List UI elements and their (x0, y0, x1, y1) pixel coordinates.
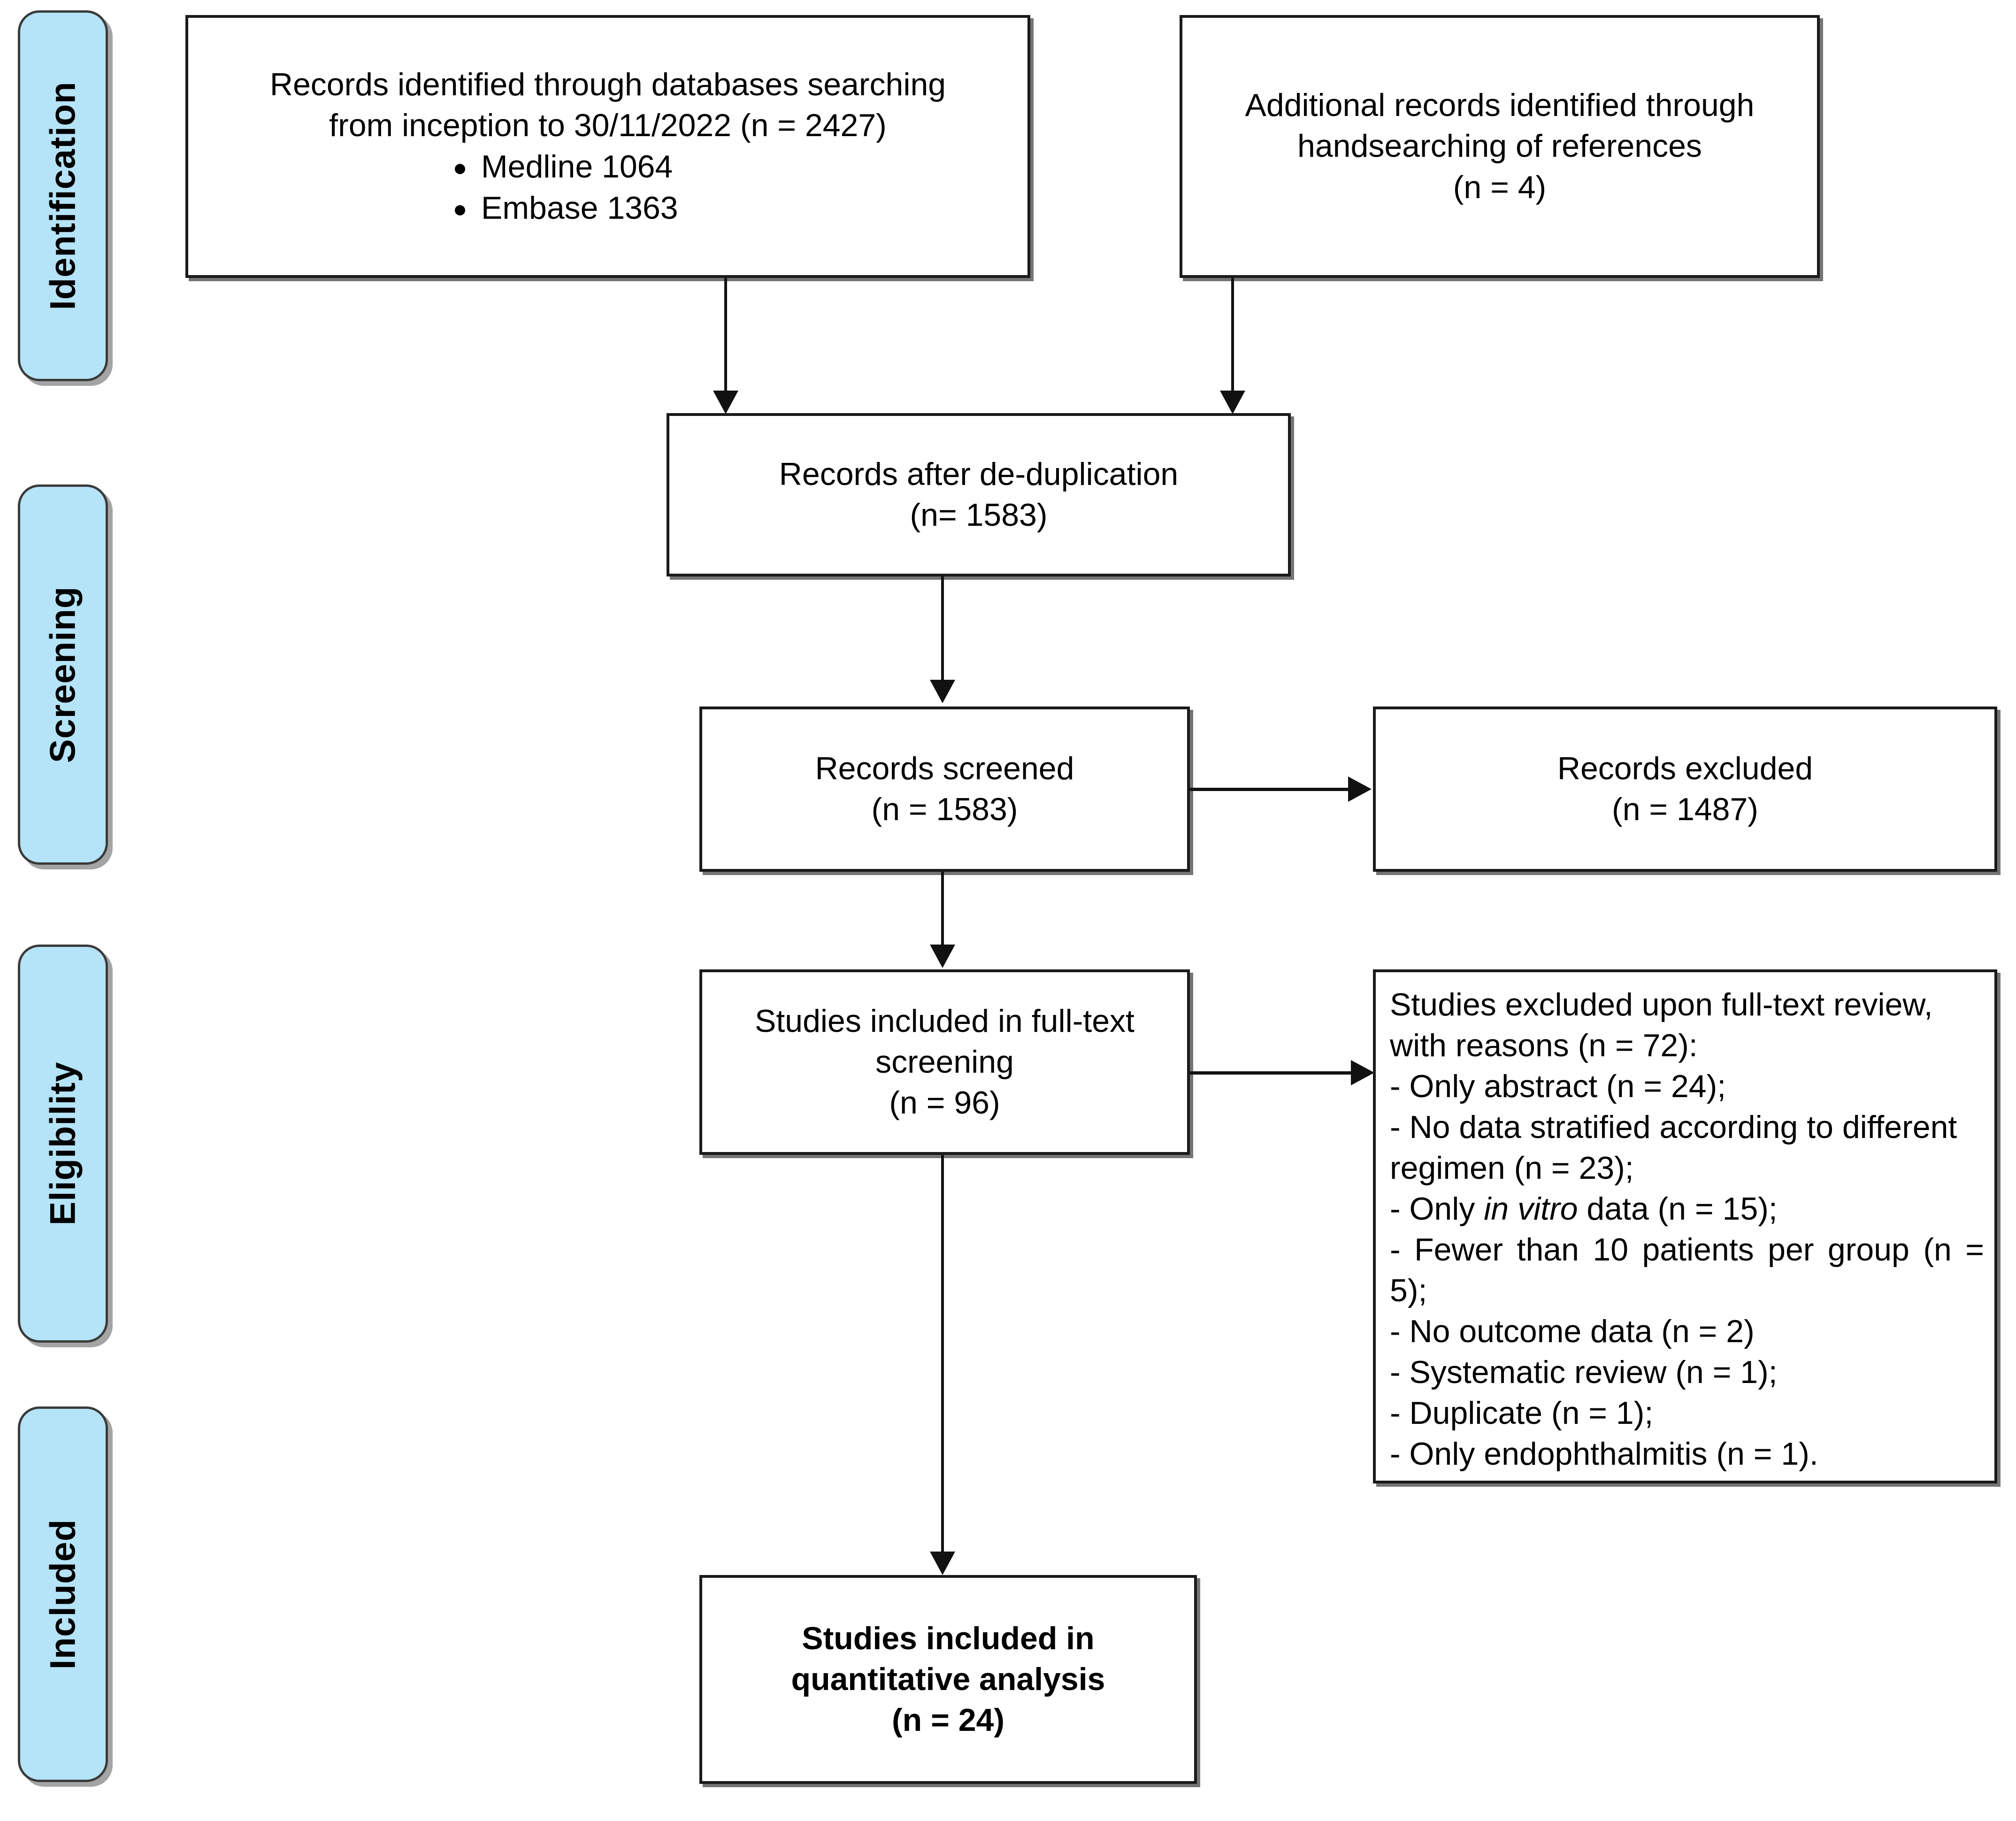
box-records-excluded: Records excluded (n = 1487) (1373, 707, 1997, 872)
stage-pill-included: Included (18, 1406, 108, 1782)
included-line1: Studies included in (802, 1620, 1095, 1656)
in-vitro-italic: in vitro (1484, 1191, 1578, 1227)
excluded-reason-only-abstract: - Only abstract (n = 24); (1390, 1068, 1726, 1105)
screened-line2: (n = 1583) (871, 791, 1018, 827)
connector-screened-to-fulltext (941, 872, 944, 949)
databases-bullet-medline: Medline 1064 (451, 146, 1027, 187)
box-additional-records-handsearch: Additional records identified through ha… (1180, 15, 1820, 278)
included-line2: quantitative analysis (791, 1661, 1105, 1697)
excluded-reason-duplicate: - Duplicate (n = 1); (1390, 1395, 1654, 1431)
excluded-reason-only-in-vitro: - Only in vitro data (n = 15); (1376, 1189, 1994, 1229)
arrowhead-screened-to-fulltext (930, 945, 955, 968)
handsearch-line1: Additional records identified through (1245, 87, 1755, 123)
connector-databases-to-dedup (724, 278, 727, 395)
box-records-after-deduplication: Records after de-duplication (n= 1583) (667, 413, 1291, 576)
box-studies-included-quantitative: Studies included in quantitative analysi… (699, 1575, 1197, 1784)
dedup-line2: (n= 1583) (910, 497, 1048, 533)
excluded-reason-only-endophthalmitis: - Only endophthalmitis (n = 1). (1390, 1436, 1818, 1472)
stage-label-eligibility: Eligibility (43, 1061, 83, 1226)
box-studies-excluded-with-reasons: Studies excluded upon full-text review, … (1373, 969, 1997, 1483)
handsearch-line3: (n = 4) (1453, 169, 1547, 205)
records-excluded-line2: (n = 1487) (1612, 791, 1758, 827)
box-records-identified-databases: Records identified through databases sea… (185, 15, 1030, 278)
excluded-reasons-heading: Studies excluded upon full-text review, … (1390, 987, 1933, 1064)
stage-pill-screening: Screening (18, 484, 108, 865)
connector-screened-to-records-excluded (1190, 788, 1349, 791)
excluded-reason-systematic-review: - Systematic review (n = 1); (1390, 1354, 1778, 1391)
dedup-line1: Records after de-duplication (779, 456, 1179, 492)
box-records-screened: Records screened (n = 1583) (699, 707, 1190, 872)
fulltext-line2: screening (875, 1044, 1014, 1080)
connector-dedup-to-screened (941, 576, 944, 684)
stage-pill-identification: Identification (18, 10, 108, 381)
records-excluded-line1: Records excluded (1557, 750, 1813, 786)
databases-bullet-embase: Embase 1363 (451, 187, 1027, 229)
box-studies-included-fulltext: Studies included in full-text screening … (699, 969, 1190, 1155)
excluded-reason-no-data-stratified: - No data stratified according to differ… (1390, 1109, 1957, 1186)
stage-label-identification: Identification (43, 81, 83, 310)
screened-line1: Records screened (815, 750, 1074, 786)
stage-label-included: Included (43, 1519, 83, 1670)
arrowhead-dedup-to-screened (930, 680, 955, 703)
in-vitro-prefix: - Only (1390, 1191, 1484, 1227)
included-line3: (n = 24) (892, 1702, 1004, 1738)
arrowhead-fulltext-to-excluded-reasons (1351, 1060, 1374, 1085)
connector-handsearch-to-dedup (1231, 278, 1234, 395)
arrowhead-databases-to-dedup (713, 391, 738, 414)
in-vitro-suffix: data (n = 15); (1578, 1191, 1778, 1227)
arrowhead-fulltext-to-included (930, 1552, 955, 1575)
databases-bullet-list: Medline 1064 Embase 1363 (188, 146, 1027, 229)
connector-fulltext-to-included (941, 1155, 944, 1556)
arrowhead-handsearch-to-dedup (1220, 391, 1245, 414)
handsearch-line2: handsearching of references (1297, 128, 1702, 164)
databases-line2: from inception to 30/11/2022 (n = 2427) (329, 107, 887, 143)
fulltext-line1: Studies included in full-text (755, 1003, 1134, 1039)
fulltext-line3: (n = 96) (889, 1085, 1000, 1121)
stage-pill-eligibility: Eligibility (18, 945, 108, 1343)
arrowhead-screened-to-records-excluded (1348, 776, 1372, 802)
connector-fulltext-to-excluded-reasons (1190, 1071, 1352, 1075)
excluded-reason-fewer-than-10-patients: - Fewer than 10 patients per group (n = … (1390, 1232, 1984, 1309)
stage-label-screening: Screening (43, 586, 83, 763)
excluded-reason-no-outcome-data: - No outcome data (n = 2) (1390, 1314, 1755, 1350)
databases-line1: Records identified through databases sea… (269, 66, 946, 102)
